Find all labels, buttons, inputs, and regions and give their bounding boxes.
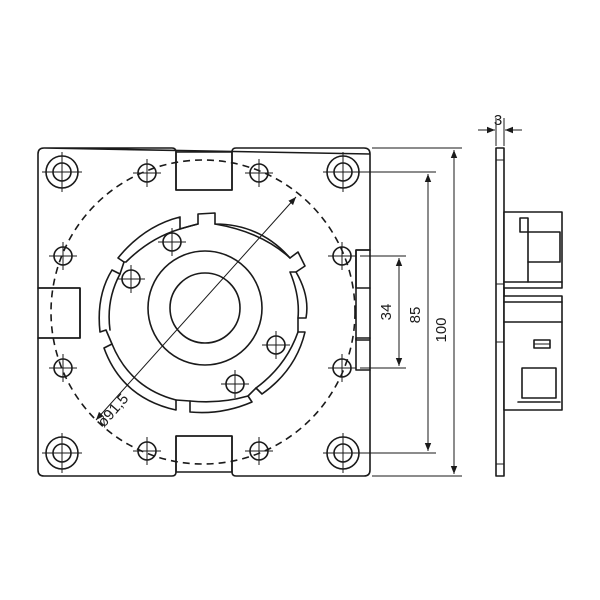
bolt-hole — [245, 159, 273, 187]
bolt-hole — [133, 159, 161, 187]
vertical-dimensions: 100 85 34 — [360, 147, 462, 477]
bolt-hole — [133, 437, 161, 465]
side-view: 3 — [478, 112, 563, 477]
right-notch-lower — [355, 337, 371, 371]
dim-label-100: 100 — [433, 317, 450, 342]
right-notch-upper — [355, 249, 371, 289]
side-hub — [503, 211, 563, 411]
diameter-dimension-line — [95, 196, 297, 421]
left-notch — [37, 287, 81, 339]
bolt-hole — [328, 354, 356, 382]
bolt-hole — [328, 242, 356, 270]
bolt-hole — [49, 242, 77, 270]
dim-label-3: 3 — [494, 112, 502, 129]
side-window-bottom — [521, 367, 557, 399]
dim-label-85: 85 — [407, 307, 424, 324]
bottom-notch — [175, 435, 233, 473]
corner-hole — [42, 433, 82, 473]
side-plate — [495, 147, 505, 477]
side-window-top — [527, 231, 561, 263]
side-slot-top — [519, 217, 529, 233]
top-notch — [175, 151, 233, 191]
dim-label-34: 34 — [378, 304, 395, 321]
bolt-circle — [50, 159, 356, 465]
corner-hole — [323, 152, 363, 192]
corner-hole — [323, 433, 363, 473]
corner-hole — [42, 152, 82, 192]
front-view: ø91,5 — [37, 147, 371, 477]
bolt-hole — [245, 437, 273, 465]
bolt-hole — [49, 354, 77, 382]
plate-outline — [37, 147, 371, 477]
